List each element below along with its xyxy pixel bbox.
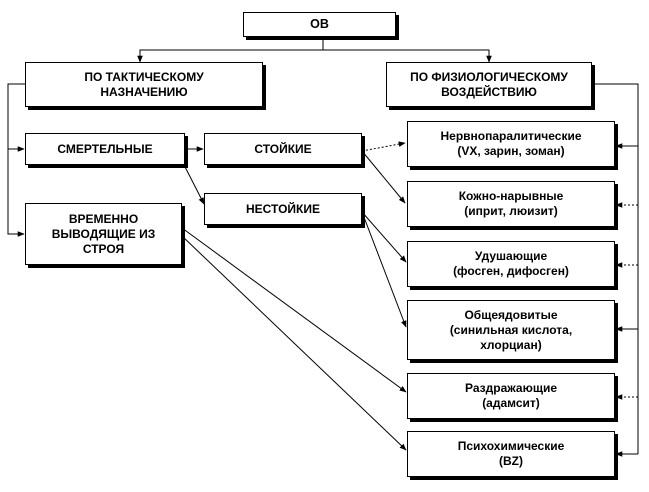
node-tactical: ПО ТАКТИЧЕСКОМУ НАЗНАЧЕНИЮ [25,62,263,107]
node-root-label: ОВ [310,17,329,31]
node-temporary-label: ВРЕМЕННО ВЫВОДЯЩИЕ ИЗ СТРОЯ [51,211,156,256]
connector-lethal-to-nonpersistent [181,160,205,205]
connector-tactical-to-temporary [7,149,25,237]
node-physio: ПО ФИЗИОЛОГИЧЕСКОМУ ВОЗДЕЙСТВИЮ [386,62,592,107]
node-psycho: Психохимические (BZ) [407,431,615,477]
node-choking: Удушающие (фосген, дифосген) [407,241,615,287]
node-temporary: ВРЕМЕННО ВЫВОДЯЩИЕ ИЗ СТРОЯ [25,203,182,265]
connector-persistent-to-blister [361,150,406,204]
node-nonpersistent-label: НЕСТОЙКИЕ [246,201,320,216]
connector-tactical-to-lethal [7,83,25,152]
connector-physio-bus [592,83,639,454]
node-physio-label: ПО ФИЗИОЛОГИЧЕСКОМУ ВОЗДЕЙСТВИЮ [410,69,568,99]
connector-persistent-to-nerve [361,141,406,152]
node-nonpersistent: НЕСТОЙКИЕ [204,193,362,225]
node-persistent: СТОЙКИЕ [204,133,362,165]
node-irritant: Раздражающие (адамсит) [407,373,615,419]
connector-root-to-tactical [137,37,324,63]
connector-temporary-to-irritant [181,227,407,393]
node-irritant-label: Раздражающие (адамсит) [464,381,557,410]
node-choking-label: Удушающие (фосген, дифосген) [453,249,569,278]
node-blister-label: Кожно-нарывные (иприт, люизит) [458,189,564,218]
node-lethal-label: СМЕРТЕЛЬНЫЕ [57,141,153,156]
node-blood-label: Общеядовитые (синильная кислота, хлорциа… [449,307,573,352]
node-psycho-label: Психохимические (BZ) [457,439,565,468]
connector-temporary-to-psycho [181,235,407,451]
node-nerve: Нервнопаралитические (VX, зарин, зоман) [407,121,615,167]
connector-root-to-physio [323,49,492,63]
node-lethal: СМЕРТЕЛЬНЫЕ [25,133,185,165]
node-nerve-label: Нервнопаралитические (VX, зарин, зоман) [440,129,582,158]
node-blister: Кожно-нарывные (иприт, люизит) [407,181,615,227]
node-tactical-label: ПО ТАКТИЧЕСКОМУ НАЗНАЧЕНИЮ [84,69,204,99]
node-root: ОВ [243,12,396,37]
connector-nonpersistent-to-blood [361,211,407,328]
node-persistent-label: СТОЙКИЕ [254,141,312,156]
connector-nonpersistent-to-choking [361,211,407,263]
node-blood: Общеядовитые (синильная кислота, хлорциа… [407,300,615,360]
